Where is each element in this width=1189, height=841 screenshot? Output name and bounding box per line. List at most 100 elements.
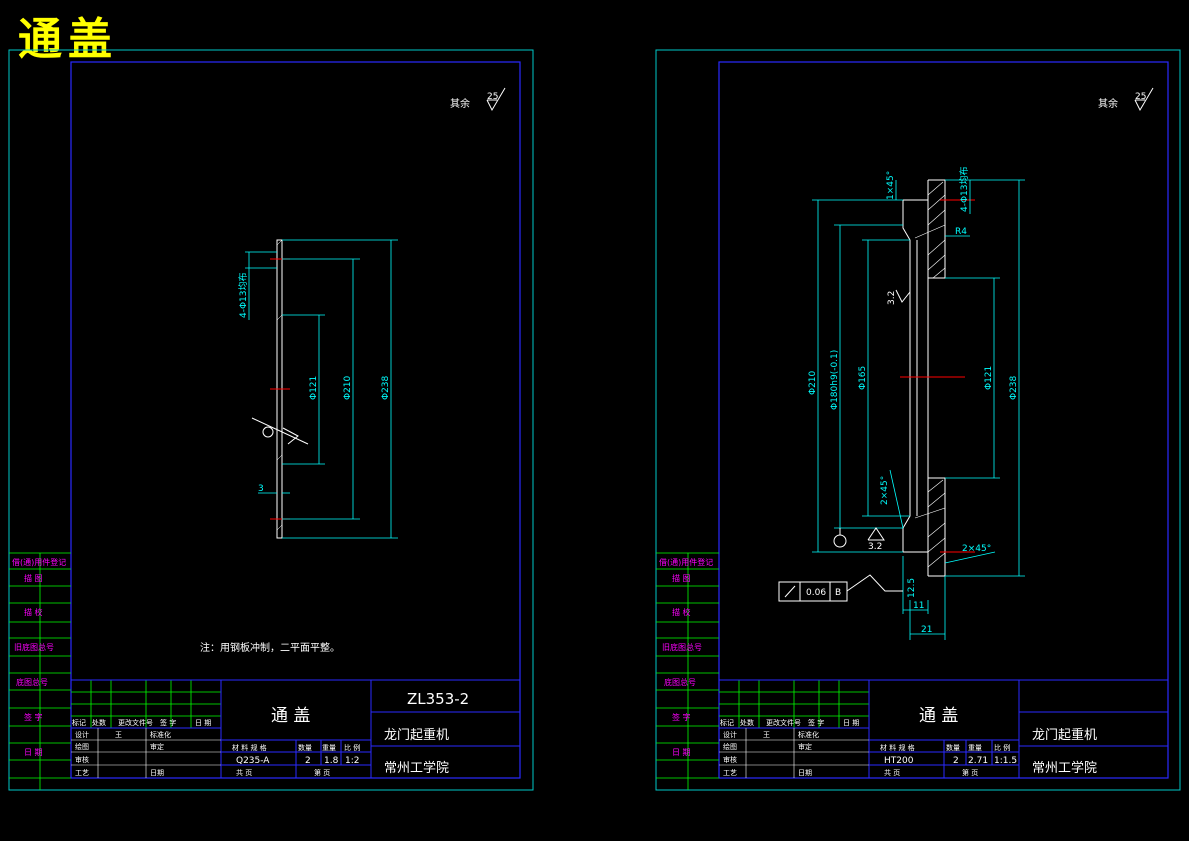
right-title-block xyxy=(719,679,1168,778)
left-weight-header: 重量 xyxy=(322,744,336,752)
right-scale: 1:1.5 xyxy=(994,756,1017,766)
right-dim-21: 21 xyxy=(921,625,932,635)
right-part xyxy=(902,179,946,577)
left-rough-value: 25 xyxy=(487,92,498,102)
left-mat-header: 材 料 规 格 xyxy=(232,743,267,752)
left-strip-4: 旧底图总号 xyxy=(14,642,54,652)
left-scale-header: 比 例 xyxy=(344,743,360,752)
left-dimensions xyxy=(245,239,398,539)
left-role-x3: 审定 xyxy=(150,742,164,751)
left-scale: 1:2 xyxy=(345,756,359,766)
right-rough-inner xyxy=(867,289,911,541)
right-strip-5: 底图总号 xyxy=(664,677,696,687)
left-weld-symbol xyxy=(251,417,309,445)
right-dim-holes: 4-Φ13均布 xyxy=(958,166,970,212)
left-qty-header: 数量 xyxy=(298,743,312,752)
right-rough-note: 其余 xyxy=(1098,97,1118,110)
left-rev-h1: 标记 xyxy=(72,718,86,727)
right-qty-header: 数量 xyxy=(946,743,960,752)
left-outer-frame xyxy=(8,49,534,791)
right-part-hatch xyxy=(914,181,946,568)
left-role-4: 工艺 xyxy=(75,769,89,777)
left-strip-3: 描 校 xyxy=(24,607,43,617)
left-inner-frame xyxy=(70,61,521,779)
right-rough-value: 25 xyxy=(1135,92,1146,102)
right-strip-7: 日 期 xyxy=(672,748,691,757)
left-role-x2: 标准化 xyxy=(150,730,171,739)
right-dim-d210: Φ210 xyxy=(808,370,818,395)
right-part-name: 通 盖 xyxy=(919,706,958,726)
right-dim-125: 12.5 xyxy=(907,578,917,598)
right-dim-11: 11 xyxy=(913,601,924,611)
right-strip-2: 描 图 xyxy=(672,573,691,583)
right-rough-symbol xyxy=(1134,87,1154,112)
right-rev-h4: 签 字 xyxy=(808,718,824,727)
right-role-x4: 日期 xyxy=(798,769,812,777)
left-sheet-no: 第 页 xyxy=(314,768,330,777)
right-role-3: 审核 xyxy=(723,755,737,764)
right-rev-h2: 处数 xyxy=(740,718,754,727)
left-rev-h2: 处数 xyxy=(92,718,106,727)
page-title: 通盖 xyxy=(18,14,118,65)
right-side-strip xyxy=(656,552,719,790)
right-sheet: 借(通)用件登记 描 图 描 校 旧底图总号 底图总号 签 字 日 期 其余 2… xyxy=(655,49,1181,791)
left-rev-h4: 签 字 xyxy=(160,718,176,727)
right-dim-chamfer2: 2×45° xyxy=(880,476,890,505)
left-rough-symbol xyxy=(486,87,506,112)
right-material: HT200 xyxy=(884,756,914,766)
right-datum-b xyxy=(833,528,847,548)
left-machine: 龙门起重机 xyxy=(384,727,449,743)
left-dim-thick: 3 xyxy=(258,484,264,494)
left-role-2: 绘图 xyxy=(75,742,89,751)
right-dim-d180: Φ180h9(-0.1) xyxy=(830,350,840,410)
left-qty: 2 xyxy=(305,756,311,766)
right-strip-1: 借(通)用件登记 xyxy=(659,557,713,567)
right-dim-d121: Φ121 xyxy=(984,366,994,390)
left-note: 注：用钢板冲制，二平面平整。 xyxy=(200,641,340,654)
right-dim-chamfer1: 1×45° xyxy=(886,171,896,200)
right-tol-value: 0.06 xyxy=(806,588,826,598)
right-rev-h3: 更改文件号 xyxy=(766,718,801,727)
left-rev-h3: 更改文件号 xyxy=(118,718,153,727)
left-role-x1: 王 xyxy=(115,731,122,739)
left-sheet: 借(通)用件登记 描 图 描 校 旧底图总号 底图总号 签 字 日 期 其余 2… xyxy=(8,49,534,791)
right-title-role-grid xyxy=(719,728,869,778)
right-role-2: 绘图 xyxy=(723,742,737,751)
right-mat-header: 材 料 规 格 xyxy=(880,743,915,752)
right-outer-frame xyxy=(655,49,1181,791)
right-strip-4: 旧底图总号 xyxy=(662,642,702,652)
right-tolerance-frame xyxy=(778,574,903,602)
left-strip-7: 日 期 xyxy=(24,748,43,757)
left-title-role-grid xyxy=(71,728,221,778)
left-role-3: 审核 xyxy=(75,755,89,764)
left-school: 常州工学院 xyxy=(384,760,449,776)
left-role-x4: 日期 xyxy=(150,769,164,777)
right-weight-header: 重量 xyxy=(968,744,982,752)
left-strip-6: 签 字 xyxy=(24,712,43,722)
left-part-name: 通 盖 xyxy=(271,706,310,726)
right-rev-h1: 标记 xyxy=(720,718,734,727)
left-dim-holes: 4-Φ13均布 xyxy=(237,272,249,318)
right-total-sheets: 共 页 xyxy=(884,768,900,777)
left-strip-2: 描 图 xyxy=(24,573,43,583)
right-dim-d165: Φ165 xyxy=(858,366,868,390)
right-rough-inner-1: 3.2 xyxy=(887,291,897,305)
left-strip-1: 借(通)用件登记 xyxy=(12,557,66,567)
right-dim-r4: R4 xyxy=(955,227,967,237)
right-role-x3: 审定 xyxy=(798,742,812,751)
right-dimensions xyxy=(812,179,1025,640)
right-inner-frame xyxy=(718,61,1169,779)
left-rough-note: 其余 xyxy=(450,97,470,110)
left-total-sheets: 共 页 xyxy=(236,768,252,777)
right-strip-6: 签 字 xyxy=(672,712,691,722)
left-drawing-no: ZL353-2 xyxy=(407,690,469,708)
right-machine: 龙门起重机 xyxy=(1032,727,1097,743)
right-dim-chamfer3: 2×45° xyxy=(962,544,991,554)
right-tol-datum: B xyxy=(835,588,841,598)
right-scale-header: 比 例 xyxy=(994,743,1010,752)
left-role-1: 设计 xyxy=(75,730,89,739)
right-strip-3: 描 校 xyxy=(672,607,691,617)
right-qty: 2 xyxy=(953,756,959,766)
right-centerlines xyxy=(900,199,975,553)
